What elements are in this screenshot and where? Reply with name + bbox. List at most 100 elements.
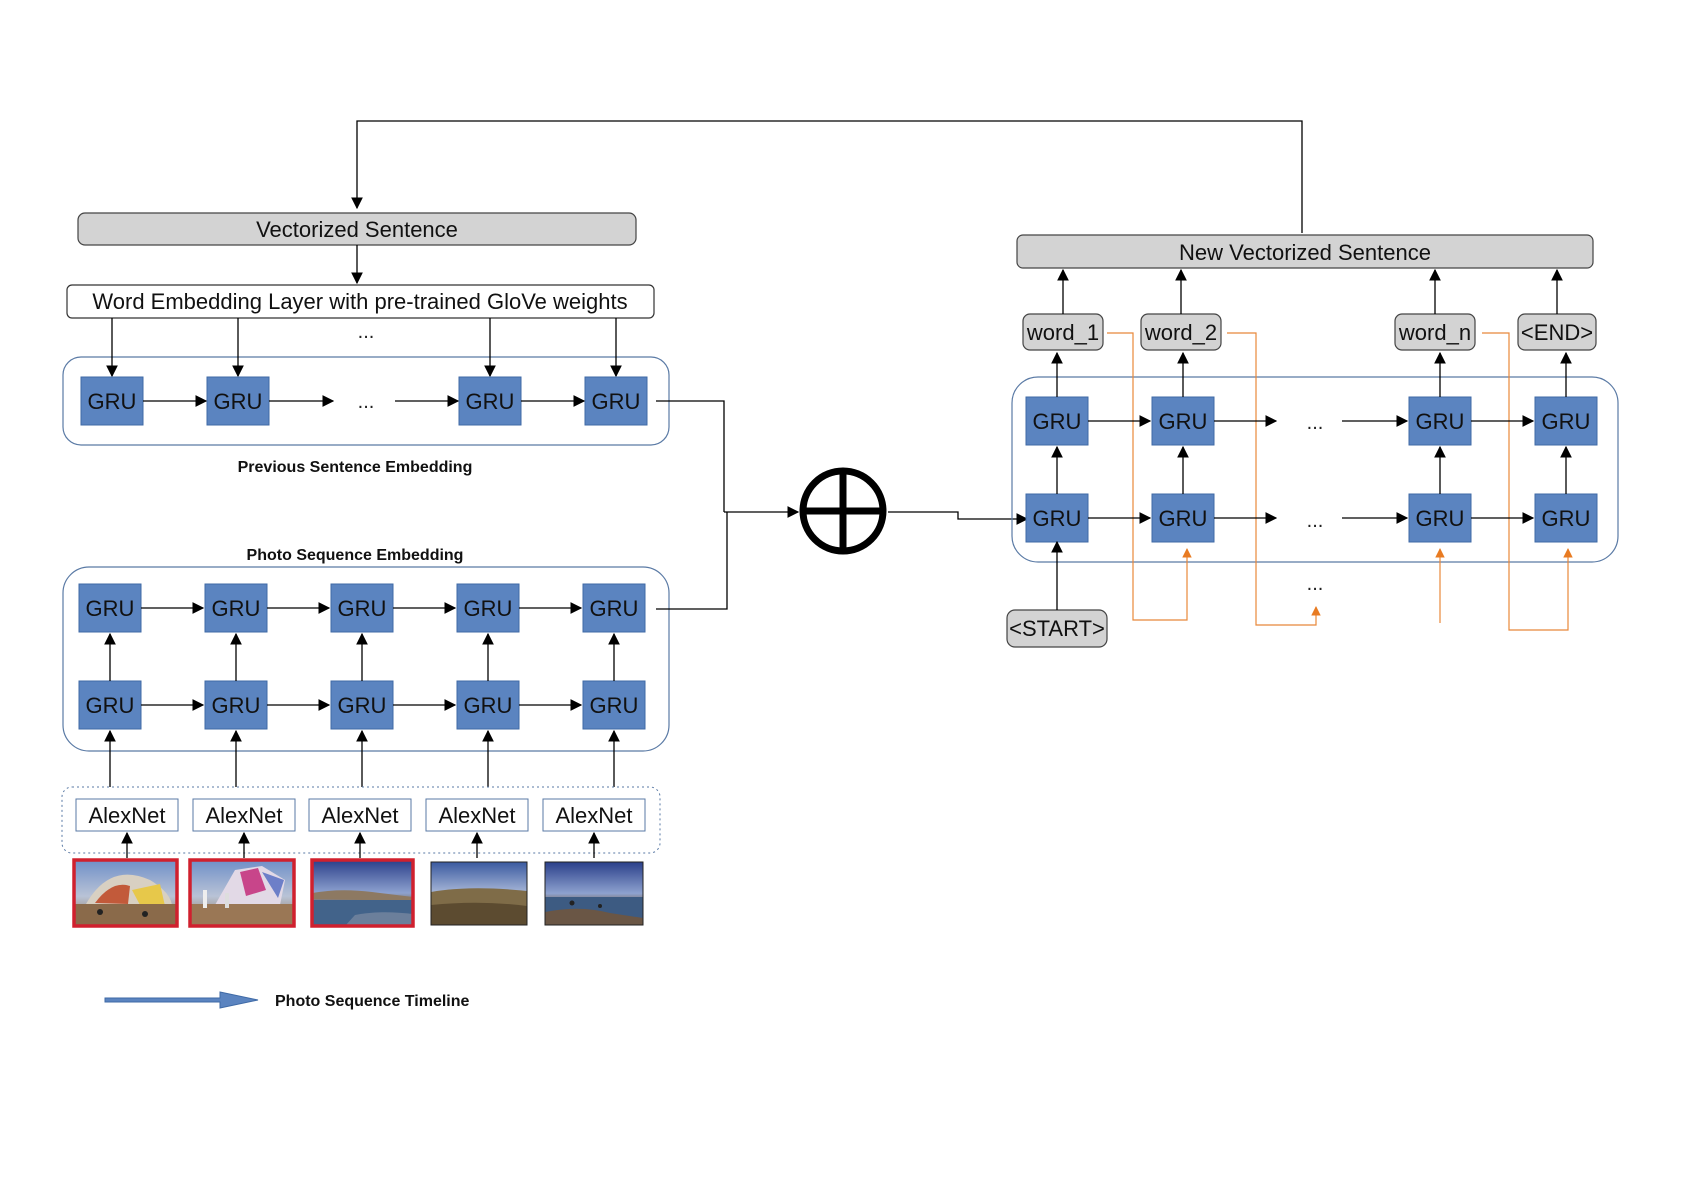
photo-sequence-embedding-caption: Photo Sequence Embedding: [247, 547, 464, 564]
gru-label: GRU: [590, 693, 639, 718]
timeline-legend: Photo Sequence Timeline: [104, 991, 470, 1010]
decoder-gru-bottom-3: GRU: [1408, 493, 1472, 543]
photo-gru-top-4: GRU: [456, 583, 520, 633]
new-vectorized-sentence-box: New Vectorized Sentence: [1016, 234, 1594, 269]
gru-label: GRU: [464, 693, 513, 718]
circled-plus-icon: [799, 467, 887, 555]
gru-label: GRU: [214, 389, 263, 414]
alexnet-label: AlexNet: [438, 803, 515, 828]
word-n-token: word_n: [1394, 313, 1476, 351]
start-token-label: <START>: [1009, 616, 1105, 641]
gru-label: GRU: [592, 389, 641, 414]
alexnet-box-5: AlexNet: [542, 798, 646, 832]
photo-gru-bottom-2: GRU: [204, 680, 268, 730]
decoder-gru-bottom-2: GRU: [1151, 493, 1215, 543]
previous-sentence-embedding-caption: Previous Sentence Embedding: [238, 459, 473, 476]
right-arrow-icon: [104, 991, 259, 1009]
photo-4: [430, 861, 528, 926]
gru-label: GRU: [338, 693, 387, 718]
photo-gru-top-3: GRU: [330, 583, 394, 633]
vectorized-sentence-label: Vectorized Sentence: [256, 217, 458, 242]
photo-2: [188, 858, 296, 928]
photo-1: [72, 858, 179, 928]
gru-label: GRU: [86, 693, 135, 718]
photo-gru-top-5: GRU: [582, 583, 646, 633]
gru-label: GRU: [1033, 409, 1082, 434]
word-embedding-label: Word Embedding Layer with pre-trained Gl…: [92, 289, 627, 314]
gru-label: GRU: [590, 596, 639, 621]
alexnet-box-1: AlexNet: [75, 798, 179, 832]
gru-label: GRU: [338, 596, 387, 621]
previous-sentence-gru-chain: GRU GRU GRU GRU: [80, 318, 648, 426]
gru-label: GRU: [212, 596, 261, 621]
word-2-token: word_2: [1140, 313, 1222, 351]
gru-label: GRU: [212, 693, 261, 718]
word-embedding-layer-box: Word Embedding Layer with pre-trained Gl…: [66, 284, 655, 319]
gru-label: GRU: [1159, 506, 1208, 531]
decoder-container: [1011, 376, 1619, 563]
photo-sequence-timeline-label: Photo Sequence Timeline: [275, 993, 470, 1010]
prev-sentence-gru-2: GRU: [206, 376, 270, 426]
word-1-token: word_1: [1022, 313, 1104, 351]
alexnet-box-2: AlexNet: [192, 798, 296, 832]
photo-gru-bottom-3: GRU: [330, 680, 394, 730]
embedding-ellipsis: ...: [358, 321, 375, 343]
alexnet-box-3: AlexNet: [308, 798, 412, 832]
decoder-gru-bottom-1: GRU: [1025, 493, 1089, 543]
photo-5: [544, 861, 644, 926]
prev-sentence-gru-1: GRU: [80, 376, 144, 426]
photo-gru-bottom-5: GRU: [582, 680, 646, 730]
word-n-token-label: word_n: [1398, 320, 1471, 345]
photo-sequence: [72, 858, 644, 928]
gru-label: GRU: [88, 389, 137, 414]
gru-label: GRU: [1416, 506, 1465, 531]
photo-gru-top-1: GRU: [78, 583, 142, 633]
photo-gru-top-2: GRU: [204, 583, 268, 633]
word-1-token-label: word_1: [1026, 320, 1099, 345]
alexnet-box-4: AlexNet: [425, 798, 529, 832]
vectorized-sentence-box: Vectorized Sentence: [77, 212, 637, 246]
gru-label: GRU: [466, 389, 515, 414]
alexnet-label: AlexNet: [321, 803, 398, 828]
alexnet-label: AlexNet: [205, 803, 282, 828]
decoder-top-ellipsis: ...: [1307, 412, 1324, 434]
word-2-token-label: word_2: [1144, 320, 1217, 345]
alexnet-label: AlexNet: [88, 803, 165, 828]
new-vectorized-sentence-label: New Vectorized Sentence: [1179, 240, 1431, 265]
gru-label: GRU: [1033, 506, 1082, 531]
end-token: <END>: [1517, 313, 1597, 351]
feedback-ellipsis: ...: [1307, 573, 1324, 595]
gru-label: GRU: [86, 596, 135, 621]
prev-sentence-gru-4: GRU: [584, 376, 648, 426]
decoder-gru-bottom-4: GRU: [1534, 493, 1598, 543]
alexnet-label: AlexNet: [555, 803, 632, 828]
prev-sentence-gru-3: GRU: [458, 376, 522, 426]
photo-gru-bottom-1: GRU: [78, 680, 142, 730]
gru-chain-ellipsis: ...: [358, 391, 375, 413]
photo-3: [310, 858, 415, 928]
photo-sequence-gru-grid: GRU GRU GRU GRU GRU GRU GRU GRU GRU GRU: [78, 583, 646, 787]
start-token-box: <START>: [1006, 609, 1108, 648]
photo-gru-bottom-4: GRU: [456, 680, 520, 730]
output-word-tokens: word_1 word_2 word_n <END>: [1022, 268, 1597, 351]
photo-to-alexnet-arrows: [121, 831, 600, 858]
decoder-gru-top-1: GRU: [1025, 396, 1089, 446]
decoder-bottom-ellipsis: ...: [1307, 510, 1324, 532]
sentence-feedback-loop: [351, 120, 1303, 233]
photo-sequence-embedding-container: [62, 566, 670, 752]
decoder-gru-top-3: GRU: [1408, 396, 1472, 446]
decoder-gru-grid: GRU GRU GRU GRU GRU GRU GRU GRU: [1025, 351, 1598, 543]
output-feedback-lines: [1107, 332, 1573, 631]
gru-label: GRU: [1542, 506, 1591, 531]
gru-label: GRU: [1416, 409, 1465, 434]
gru-label: GRU: [464, 596, 513, 621]
gru-label: GRU: [1542, 409, 1591, 434]
decoder-gru-top-2: GRU: [1151, 396, 1215, 446]
end-token-label: <END>: [1521, 320, 1593, 345]
merge-lines: [656, 400, 1029, 610]
decoder-gru-top-4: GRU: [1534, 396, 1598, 446]
alexnet-feature-container: [61, 786, 661, 854]
gru-label: GRU: [1159, 409, 1208, 434]
alexnet-row: AlexNet AlexNet AlexNet AlexNet AlexNet: [75, 798, 646, 832]
